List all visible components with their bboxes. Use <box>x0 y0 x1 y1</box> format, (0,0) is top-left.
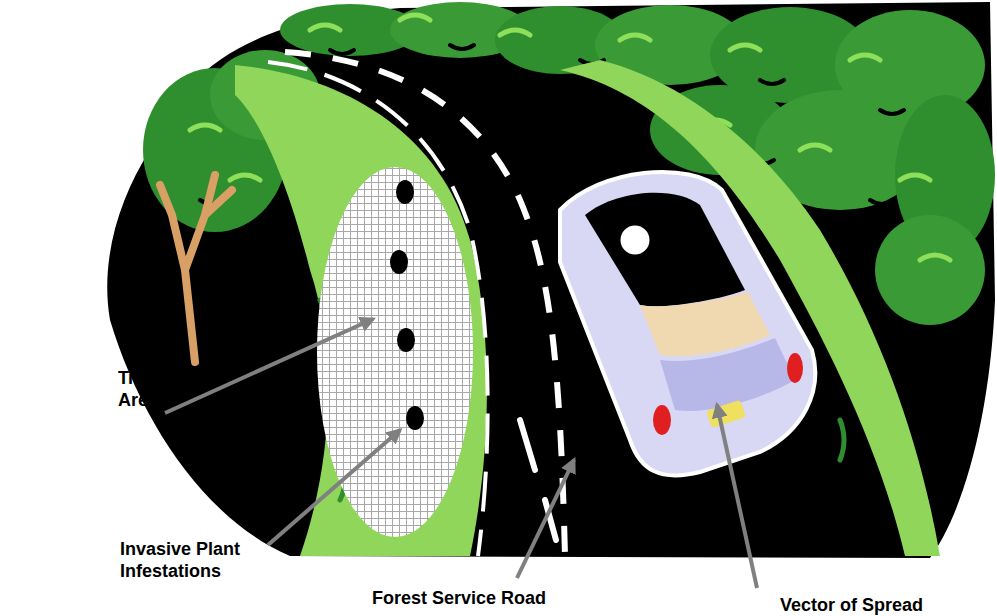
leader-arrow <box>717 405 757 588</box>
car-body <box>560 172 815 475</box>
road-center-line <box>285 52 565 556</box>
infestation-dots <box>390 180 424 430</box>
scene-backdrop <box>107 2 995 558</box>
tail-light <box>653 405 671 435</box>
infestation-dot <box>390 250 408 274</box>
callout-label: Treatment Area <box>118 367 218 411</box>
tree-crown <box>875 215 985 325</box>
steering-wheel <box>619 224 651 256</box>
road-edge-line <box>268 62 488 556</box>
leader-arrow <box>165 319 373 413</box>
car-trunk <box>660 338 795 411</box>
road-verge <box>560 60 940 556</box>
leader-arrows <box>165 319 757 588</box>
car <box>560 172 815 475</box>
infestation-dot <box>396 180 414 204</box>
car-windshield <box>585 193 745 307</box>
leader-arrow <box>517 460 574 578</box>
lane-marking <box>520 420 556 540</box>
infestation-dot <box>397 328 415 352</box>
leader-arrow <box>268 430 400 545</box>
callout-label: Forest Service Road <box>372 587 592 609</box>
car-roof <box>640 292 770 356</box>
callout-label: Vector of Spread <box>780 594 980 616</box>
infestation-dot <box>406 406 424 430</box>
tree-trunk <box>160 175 232 362</box>
license-plate <box>706 400 746 428</box>
tail-light <box>787 353 803 383</box>
callout-label: Invasive Plant Infestations <box>120 538 280 582</box>
road-verge <box>235 65 487 556</box>
